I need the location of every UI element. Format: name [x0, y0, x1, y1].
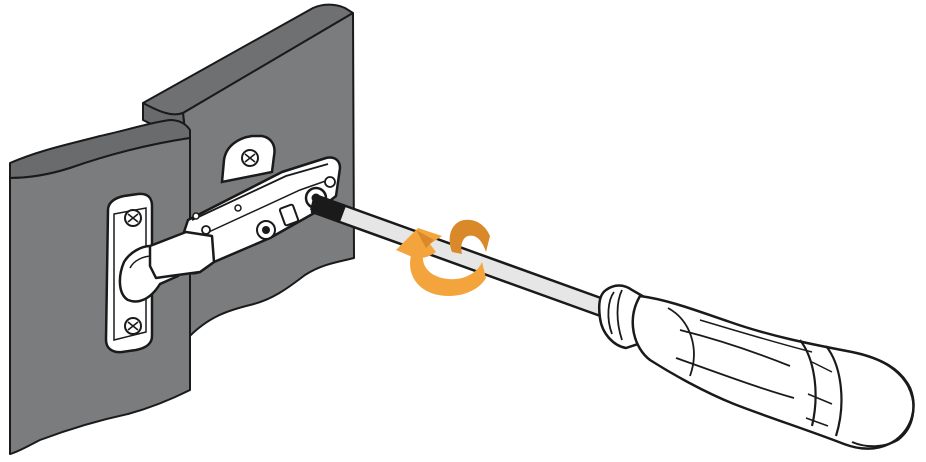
- screwdriver: [310, 194, 914, 449]
- mounting-screw-bottom: [125, 318, 141, 334]
- screwdriver-handle: [633, 296, 914, 449]
- cabinet-side-panel: [10, 120, 190, 454]
- screwdriver-shaft: [312, 196, 612, 318]
- mounting-screw-top: [125, 210, 141, 226]
- cabinet-side-front: [10, 138, 190, 454]
- rotation-arrow-back: [450, 220, 490, 254]
